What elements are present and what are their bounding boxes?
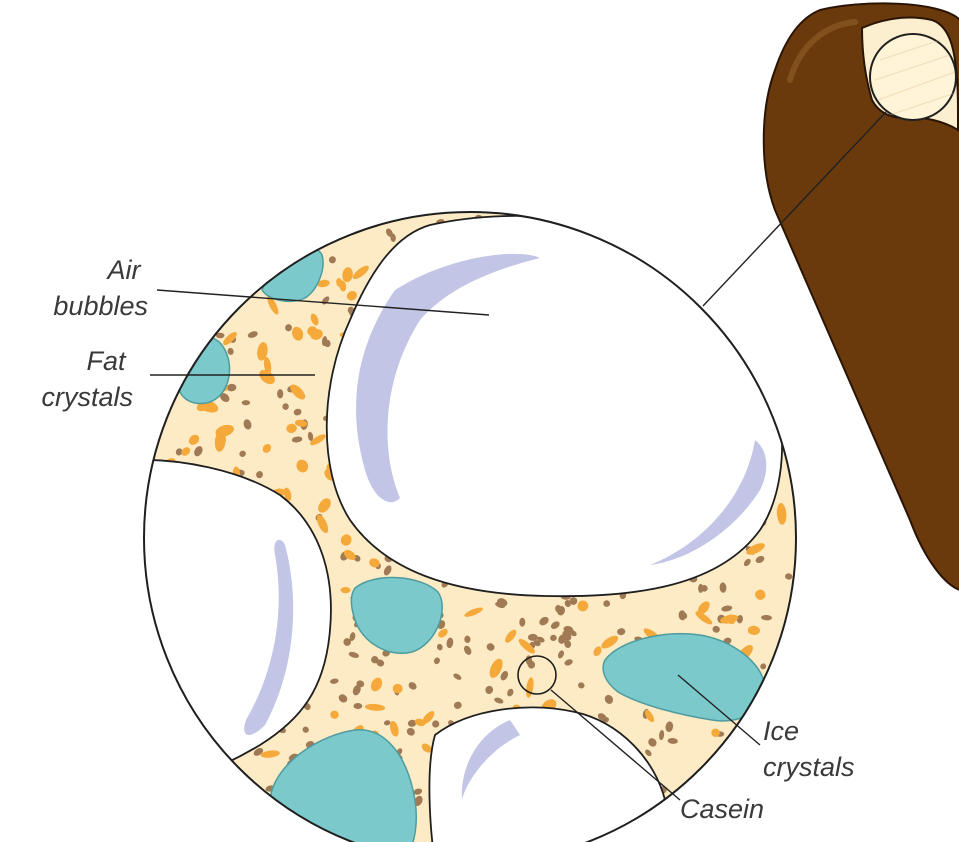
label-air-bubbles: Air bubbles bbox=[53, 255, 148, 321]
casein-particle bbox=[277, 389, 283, 398]
label-ice-crystals: Ice crystals bbox=[763, 716, 855, 782]
ice-crystal bbox=[178, 338, 230, 404]
air-bubble-large bbox=[327, 216, 782, 596]
magnified-view bbox=[120, 200, 830, 842]
label-fat-crystals: Fat crystals bbox=[41, 346, 133, 412]
casein-particle bbox=[242, 400, 250, 405]
label-casein: Casein bbox=[680, 794, 764, 824]
